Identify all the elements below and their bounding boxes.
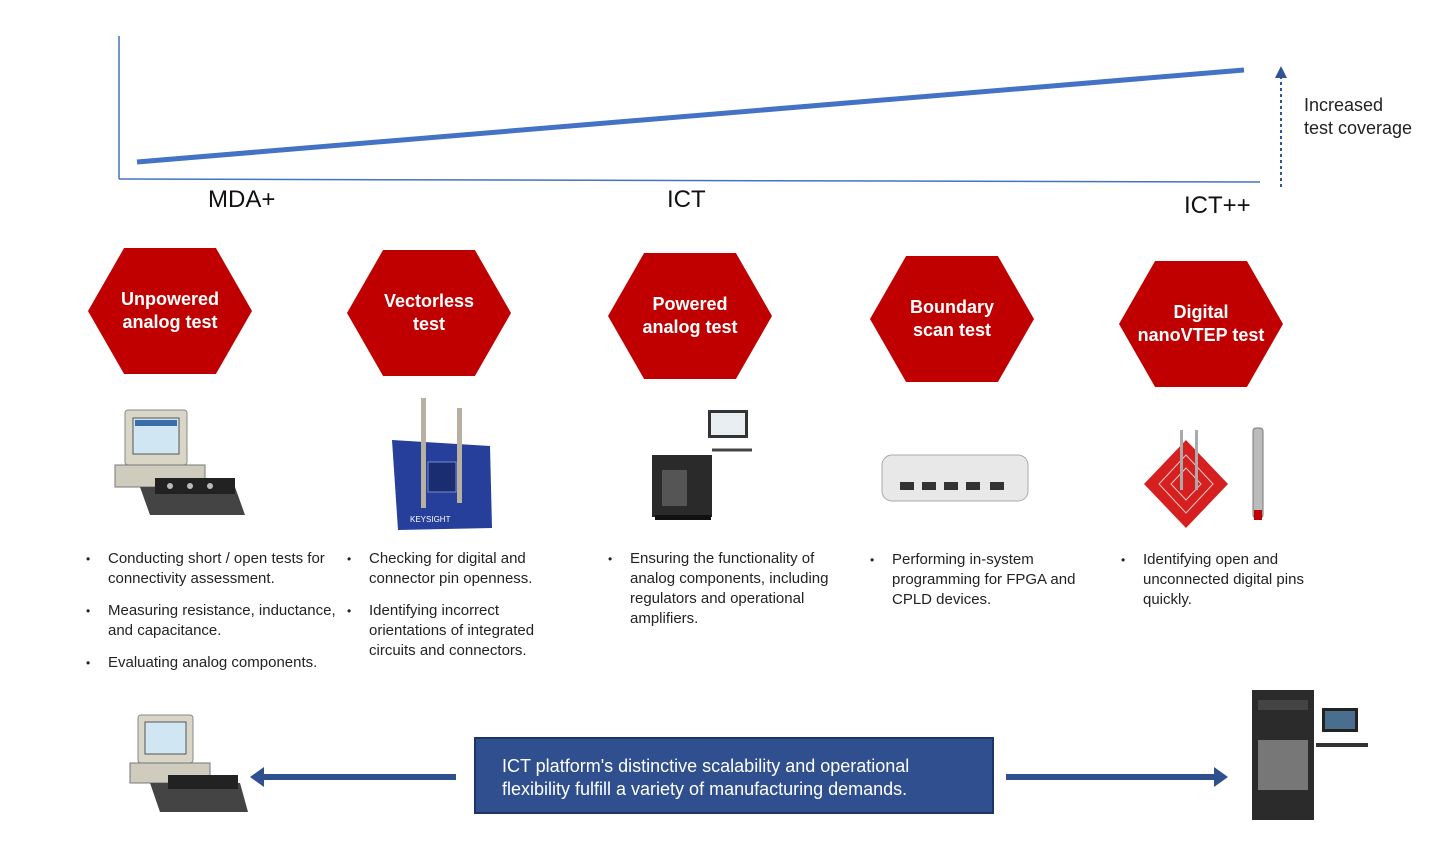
bullets-unpowered-analog: Conducting short / open tests for connec…	[86, 549, 348, 685]
i3070-series7-tester-icon	[1252, 690, 1368, 820]
hex-label: Digital nanoVTEP test	[1137, 302, 1265, 345]
bullets-powered-analog: Ensuring the functionality of analog com…	[608, 549, 840, 641]
hex-vectorless-test: Vectorless test	[347, 250, 511, 376]
hex-powered-analog-test: Powered analog test	[608, 253, 772, 379]
svg-text:KEYSIGHT: KEYSIGHT	[410, 515, 451, 524]
list-item: Evaluating analog components.	[86, 653, 348, 673]
stage-label-ict-plus: ICT++	[1184, 192, 1251, 219]
hex-label: Powered analog test	[642, 294, 738, 337]
hex-label: Boundary scan test	[909, 297, 994, 340]
hex-unpowered-analog-test: Unpowered analog test	[88, 248, 252, 374]
x-axis	[118, 178, 1261, 183]
right-arrow-head	[1214, 767, 1228, 787]
hex-label: Vectorless test	[383, 291, 475, 334]
hex-boundary-scan-test: Boundary scan test	[870, 256, 1034, 382]
platform-callout: ICT platform's distinctive scalability a…	[474, 737, 994, 814]
list-item: Performing in-system programming for FPG…	[870, 550, 1102, 610]
coverage-label-line2: test coverage	[1304, 118, 1413, 138]
list-item: Identifying open and unconnected digital…	[1121, 550, 1343, 610]
list-item: Conducting short / open tests for connec…	[86, 549, 348, 589]
left-arrow-head	[250, 767, 264, 787]
list-item: Identifying incorrect orientations of in…	[347, 601, 569, 661]
nanovtep-probe-icon	[1144, 427, 1264, 528]
i3070-system-icon	[652, 410, 752, 520]
desktop-tester-icon	[114, 409, 245, 515]
list-item: Measuring resistance, inductance, and ca…	[86, 601, 348, 641]
hex-digital-nanovtep-test: Digital nanoVTEP test	[1119, 261, 1283, 387]
bullets-vectorless: Checking for digital and connector pin o…	[347, 549, 569, 673]
coverage-label: Increased test coverage	[1304, 94, 1412, 140]
stage-label-mda: MDA+	[208, 186, 276, 213]
coverage-label-line1: Increased	[1304, 95, 1384, 115]
boundary-scan-controller-icon	[881, 454, 1029, 502]
probe-board-icon: KEYSIGHT	[392, 398, 492, 530]
legacy-tester-icon	[129, 714, 248, 812]
list-item: Ensuring the functionality of analog com…	[608, 549, 840, 629]
bullets-boundary-scan: Performing in-system programming for FPG…	[870, 550, 1102, 622]
coverage-arrow-head	[1275, 66, 1287, 78]
hex-label: Unpowered analog test	[120, 289, 219, 332]
bullets-nanovtep: Identifying open and unconnected digital…	[1121, 550, 1343, 622]
stage-label-ict: ICT	[667, 186, 706, 213]
trend-line	[136, 67, 1245, 165]
list-item: Checking for digital and connector pin o…	[347, 549, 569, 589]
